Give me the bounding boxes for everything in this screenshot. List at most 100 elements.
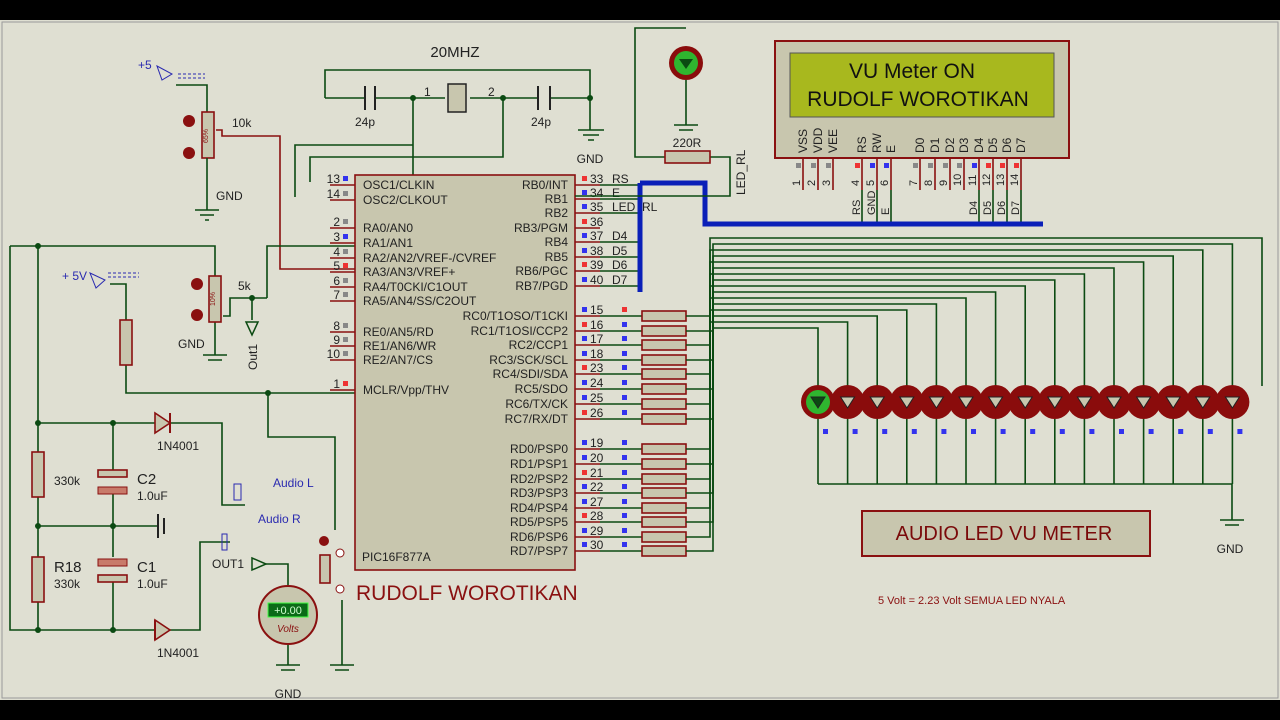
led-resistor[interactable] bbox=[641, 398, 687, 410]
led-resistor[interactable] bbox=[641, 354, 687, 366]
led-resistor[interactable] bbox=[641, 310, 687, 322]
lcd-pin-number: 6 bbox=[879, 180, 891, 186]
led-resistor[interactable] bbox=[641, 487, 687, 499]
svg-text:2: 2 bbox=[488, 85, 495, 99]
pin-name: OSC2/CLKOUT bbox=[363, 193, 448, 207]
svg-text:GND: GND bbox=[275, 687, 302, 700]
led-resistor[interactable] bbox=[641, 368, 687, 380]
voltmeter[interactable]: +0.00 Volts GND bbox=[258, 585, 318, 701]
crystal-label: 20MHZ bbox=[430, 44, 479, 61]
led-resistor[interactable] bbox=[641, 531, 687, 543]
pin-number: 24 bbox=[590, 376, 604, 390]
led-3[interactable] bbox=[860, 385, 895, 484]
pot-10k[interactable]: +5 65% 10k GND bbox=[138, 58, 355, 270]
svg-text:1N4001: 1N4001 bbox=[157, 646, 199, 660]
led-2[interactable] bbox=[830, 385, 865, 484]
pin-name: RD0/PSP0 bbox=[510, 442, 568, 456]
title-text: AUDIO LED VU METER bbox=[896, 523, 1113, 545]
mcu-body[interactable] bbox=[354, 174, 576, 571]
resistor-220r[interactable] bbox=[664, 150, 711, 164]
pin-name: RC6/TX/CK bbox=[505, 397, 568, 411]
led-resistor[interactable] bbox=[641, 516, 687, 528]
title-box: AUDIO LED VU METER bbox=[861, 510, 1151, 557]
led-resistor-network[interactable] bbox=[600, 237, 1263, 557]
pin-number: 13 bbox=[327, 172, 341, 186]
lcd-display[interactable]: VU Meter ON RUDOLF WOROTIKAN VSS1VDD2VEE… bbox=[774, 40, 1070, 224]
led-resistor[interactable] bbox=[641, 443, 687, 455]
pin-name: RA0/AN0 bbox=[363, 221, 413, 235]
backlight-circuit[interactable]: 220R LED_RL bbox=[575, 27, 748, 197]
svg-text:24p: 24p bbox=[531, 115, 551, 129]
pin-number: 15 bbox=[590, 303, 604, 317]
svg-text:65%: 65% bbox=[203, 129, 210, 143]
pin-name: RB3/PGM bbox=[514, 221, 568, 235]
led-resistor[interactable] bbox=[641, 413, 687, 425]
led-bar[interactable]: GND bbox=[801, 385, 1250, 556]
resistor[interactable] bbox=[119, 319, 133, 366]
led-1[interactable] bbox=[801, 385, 835, 484]
pin-name: RE2/AN7/CS bbox=[363, 353, 433, 367]
schematic-canvas[interactable]: 20MHZ 1 2 24p 24p GND +5 65% 10k GND + 5… bbox=[0, 20, 1280, 701]
audio-l-label: Audio L bbox=[273, 476, 314, 490]
led-resistor[interactable] bbox=[641, 473, 687, 485]
pin-name: RB0/INT bbox=[522, 178, 569, 192]
pot-body[interactable] bbox=[201, 111, 215, 159]
led-14[interactable] bbox=[1185, 385, 1220, 484]
svg-text:5k: 5k bbox=[238, 279, 252, 293]
lcd-pin-number: 8 bbox=[923, 180, 935, 186]
pin-name: RC3/SCK/SCL bbox=[489, 353, 568, 367]
crystal-circuit[interactable]: 20MHZ 1 2 24p 24p GND bbox=[294, 44, 604, 197]
net-label: RS bbox=[612, 172, 629, 186]
audio-r-label: Audio R bbox=[258, 512, 301, 526]
pin-name: RC5/SDO bbox=[515, 382, 568, 396]
led-5[interactable] bbox=[919, 385, 954, 484]
pin-name: RB4 bbox=[545, 235, 569, 249]
led-7[interactable] bbox=[978, 385, 1013, 484]
pin-number: 23 bbox=[590, 361, 604, 375]
pin-number: 8 bbox=[333, 319, 340, 333]
led-4[interactable] bbox=[889, 385, 924, 484]
reset-button[interactable] bbox=[319, 554, 331, 584]
led-8[interactable] bbox=[1008, 385, 1043, 484]
pin-number: 6 bbox=[333, 274, 340, 288]
led-13[interactable] bbox=[1156, 385, 1191, 484]
pin-number: 28 bbox=[590, 509, 604, 523]
pin-name: RD4/PSP4 bbox=[510, 501, 568, 515]
svg-text:330k: 330k bbox=[54, 474, 81, 488]
pin-number: 5 bbox=[333, 259, 340, 273]
audio-input-stage[interactable]: 330k R18 330k C2 1.0uF C1 1.0uF 1N4001 1… bbox=[9, 246, 354, 671]
pot-5k[interactable]: + 5V 10% 5k GND Out1 bbox=[10, 243, 355, 394]
lcd-net-label: E bbox=[880, 208, 892, 215]
pin-number: 40 bbox=[590, 273, 604, 287]
led-resistor[interactable] bbox=[641, 339, 687, 351]
pin-name: RE1/AN6/WR bbox=[363, 339, 437, 353]
svg-text:1N4001: 1N4001 bbox=[157, 439, 199, 453]
author-label: RUDOLF WOROTIKAN bbox=[356, 582, 578, 605]
lcd-pin-name: RS bbox=[855, 136, 869, 153]
led-10[interactable] bbox=[1067, 385, 1102, 484]
led-resistor[interactable] bbox=[641, 502, 687, 514]
pin-number: 30 bbox=[590, 538, 604, 552]
led-11[interactable] bbox=[1097, 385, 1131, 484]
led-9[interactable] bbox=[1037, 385, 1072, 484]
led-resistor[interactable] bbox=[641, 383, 687, 395]
led-6[interactable] bbox=[949, 385, 983, 484]
led-resistor[interactable] bbox=[641, 458, 687, 470]
resistor-r18[interactable] bbox=[31, 556, 45, 603]
lcd-net-label: GND bbox=[866, 191, 878, 216]
lcd-line-2: RUDOLF WOROTIKAN bbox=[807, 88, 1029, 111]
resistor-330k[interactable] bbox=[31, 451, 45, 498]
pin-number: 19 bbox=[590, 436, 604, 450]
pin-name: RA4/T0CKI/C1OUT bbox=[363, 280, 468, 294]
pot-body[interactable] bbox=[208, 275, 222, 323]
svg-text:Volts: Volts bbox=[277, 624, 299, 635]
led-resistor[interactable] bbox=[641, 545, 687, 557]
pin-number: 10 bbox=[327, 347, 341, 361]
led-15[interactable] bbox=[1215, 385, 1250, 484]
led-resistor[interactable] bbox=[641, 325, 687, 337]
led-12[interactable] bbox=[1126, 385, 1161, 484]
pin-number: 26 bbox=[590, 406, 604, 420]
lcd-line-1: VU Meter ON bbox=[849, 60, 975, 83]
crystal[interactable] bbox=[447, 83, 467, 113]
